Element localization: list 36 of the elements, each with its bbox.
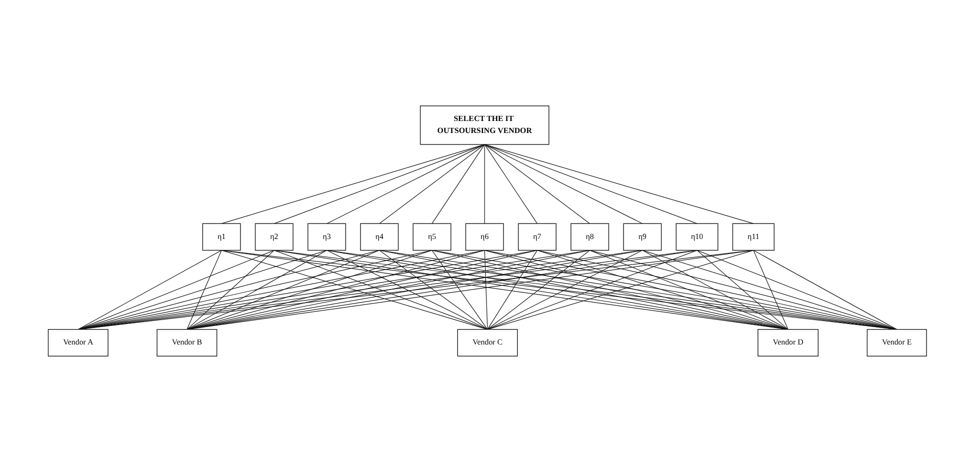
connector (487, 250, 698, 330)
connector (78, 250, 328, 330)
connector (379, 144, 485, 224)
connector (432, 250, 488, 330)
connector (484, 144, 590, 224)
connector (186, 250, 328, 330)
connector (274, 250, 488, 330)
connector (432, 144, 485, 224)
connector (590, 250, 788, 330)
connector (642, 250, 898, 330)
connector (487, 250, 590, 330)
connector (484, 250, 488, 330)
connector (484, 144, 643, 224)
connector (326, 144, 485, 224)
connector (536, 250, 788, 330)
connector (484, 144, 538, 224)
connector (78, 250, 274, 330)
connector (379, 250, 488, 330)
connector (487, 250, 538, 330)
connector (753, 250, 788, 330)
connector (186, 250, 380, 330)
connector (487, 250, 643, 330)
connector (484, 144, 698, 224)
connector (696, 250, 788, 330)
connector (642, 250, 788, 330)
connector (78, 250, 222, 330)
connector (484, 144, 485, 224)
connector (186, 250, 432, 330)
connector (274, 144, 485, 224)
connector (696, 250, 898, 330)
connector (753, 250, 898, 330)
connector (186, 250, 274, 330)
connector (484, 144, 754, 224)
connector (326, 250, 488, 330)
connector (186, 250, 222, 330)
connector (221, 144, 485, 224)
